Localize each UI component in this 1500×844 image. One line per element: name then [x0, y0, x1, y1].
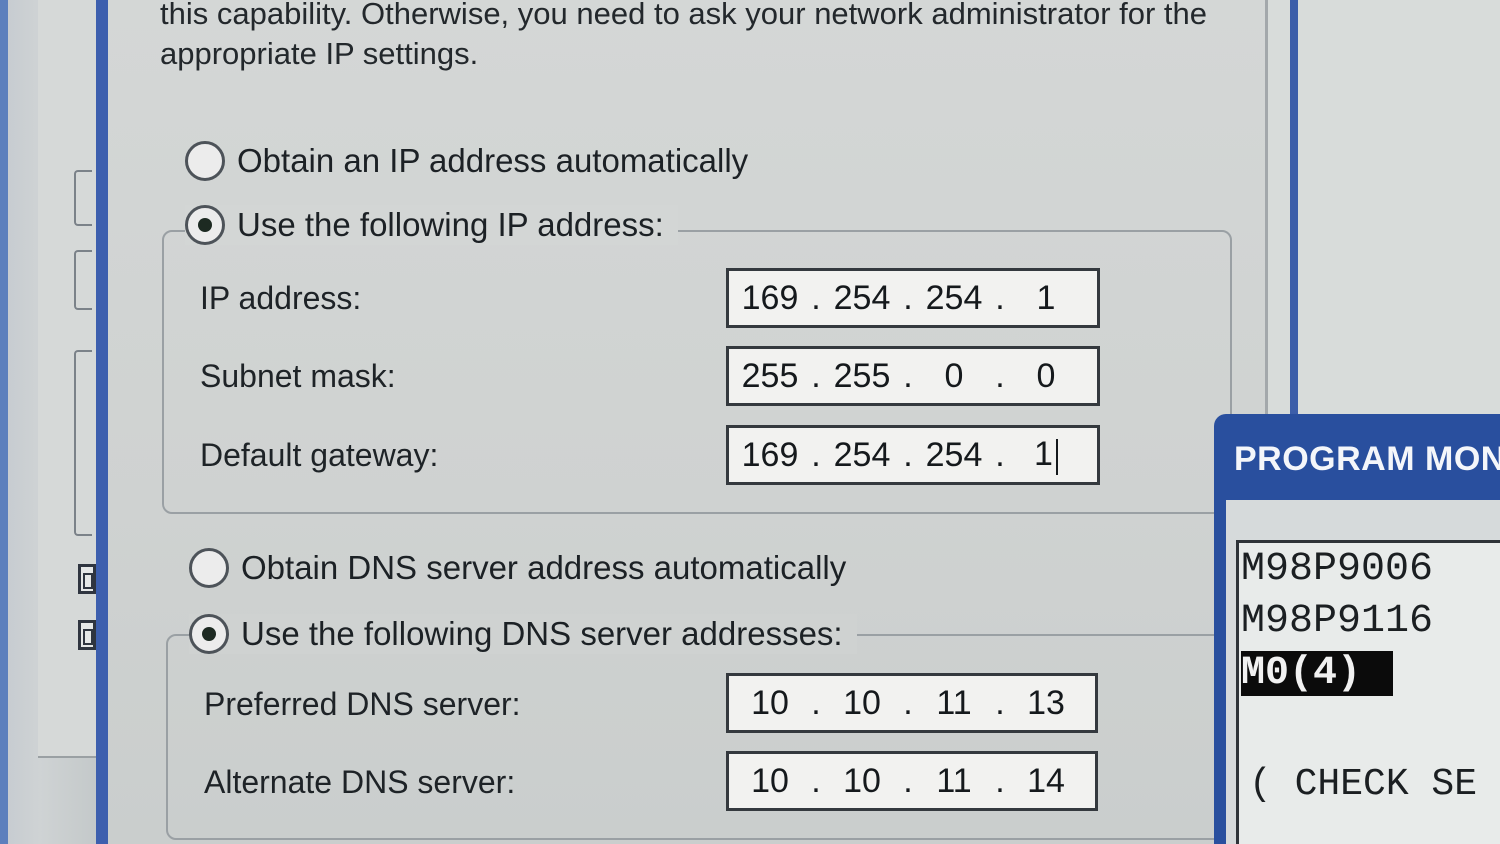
octet-3[interactable]: 254: [925, 278, 983, 317]
radio-label: Use the following DNS server addresses:: [241, 615, 843, 652]
octet-separator: .: [995, 356, 1005, 395]
octet-separator: .: [903, 278, 913, 317]
background-control: [74, 350, 92, 536]
octet-1[interactable]: 255: [741, 356, 799, 395]
octet-separator: .: [903, 683, 913, 722]
octet-separator: .: [995, 683, 1005, 722]
ip-properties-dialog: this capability. Otherwise, you need to …: [108, 0, 1268, 844]
octet-separator: .: [903, 761, 913, 800]
radio-button-checked-icon[interactable]: [189, 614, 229, 654]
ip-address-input[interactable]: 169. 254. 254. 1: [726, 268, 1100, 328]
alternate-dns-label: Alternate DNS server:: [204, 764, 516, 800]
octet-2[interactable]: 255: [833, 356, 891, 395]
octet-separator: .: [995, 278, 1005, 317]
subnet-mask-input[interactable]: 255. 255. 0. 0: [726, 346, 1100, 406]
octet-2[interactable]: 10: [843, 683, 881, 722]
default-gateway-input[interactable]: 169. 254. 254. 1: [726, 425, 1100, 485]
octet-1[interactable]: 10: [751, 761, 789, 800]
radio-label: Obtain an IP address automatically: [237, 142, 749, 179]
program-monitor-title: PROGRAM MONI: [1234, 440, 1500, 478]
radio-button-icon[interactable]: [185, 141, 225, 181]
background-checkbox: [78, 564, 96, 594]
preferred-dns-label: Preferred DNS server:: [204, 686, 521, 722]
text-caret: [1055, 438, 1058, 475]
octet-separator: .: [903, 356, 913, 395]
window-frame-left: [96, 0, 108, 844]
background-control: [74, 250, 92, 310]
background-control: [74, 170, 92, 226]
default-gateway-label: Default gateway:: [200, 437, 439, 473]
radio-use-following-dns[interactable]: Use the following DNS server addresses:: [189, 614, 857, 654]
octet-separator: .: [995, 435, 1005, 474]
radio-use-following-ip[interactable]: Use the following IP address:: [185, 205, 678, 245]
octet-4-with-caret[interactable]: 1: [1005, 435, 1087, 475]
radio-button-icon[interactable]: [189, 548, 229, 588]
preferred-dns-input[interactable]: 10. 10. 11. 13: [726, 673, 1098, 733]
alternate-dns-input[interactable]: 10. 10. 11. 14: [726, 751, 1098, 811]
program-line: M98P9116: [1241, 599, 1434, 644]
radio-label: Use the following IP address:: [237, 206, 664, 243]
program-comment: ( CHECK SE: [1249, 763, 1478, 806]
program-listing: M98P9006 M98P9116 M0(4) ( CHECK SE: [1236, 540, 1500, 844]
octet-4[interactable]: 0: [1036, 356, 1056, 395]
octet-separator: .: [811, 435, 821, 474]
octet-3[interactable]: 11: [936, 761, 972, 800]
window-frame-right: [1290, 0, 1298, 420]
octet-3[interactable]: 11: [936, 683, 972, 722]
octet-2[interactable]: 254: [833, 435, 891, 474]
octet-4[interactable]: 1: [1036, 278, 1056, 317]
info-text: this capability. Otherwise, you need to …: [160, 0, 1208, 71]
radio-label: Obtain DNS server address automatically: [241, 549, 847, 586]
program-line-current: M0(4): [1241, 651, 1394, 696]
octet-separator: .: [811, 683, 821, 722]
octet-1[interactable]: 169: [741, 435, 799, 474]
radio-obtain-ip-auto[interactable]: Obtain an IP address automatically: [185, 141, 748, 181]
octet-1[interactable]: 169: [741, 278, 799, 317]
program-monitor-window[interactable]: PROGRAM MONI M98P9006 M98P9116 M0(4) ( C…: [1214, 414, 1500, 844]
ip-address-label: IP address:: [200, 280, 362, 316]
background-window-edge: [0, 0, 8, 844]
octet-4[interactable]: 14: [1027, 761, 1065, 800]
octet-separator: .: [995, 761, 1005, 800]
octet-separator: .: [903, 435, 913, 474]
subnet-mask-label: Subnet mask:: [200, 358, 396, 394]
radio-obtain-dns-auto[interactable]: Obtain DNS server address automatically: [189, 548, 846, 588]
radio-button-checked-icon[interactable]: [185, 205, 225, 245]
octet-separator: .: [811, 761, 821, 800]
octet-4[interactable]: 1: [1034, 435, 1053, 474]
ip-address-group: [162, 230, 1232, 514]
octet-separator: .: [811, 356, 821, 395]
octet-1[interactable]: 10: [751, 683, 789, 722]
octet-2[interactable]: 10: [843, 761, 881, 800]
background-checkbox: [78, 620, 96, 650]
octet-2[interactable]: 254: [833, 278, 891, 317]
octet-separator: .: [811, 278, 821, 317]
octet-3[interactable]: 254: [925, 435, 983, 474]
octet-4[interactable]: 13: [1027, 683, 1065, 722]
program-line: M98P9006: [1241, 547, 1434, 592]
octet-3[interactable]: 0: [944, 356, 964, 395]
